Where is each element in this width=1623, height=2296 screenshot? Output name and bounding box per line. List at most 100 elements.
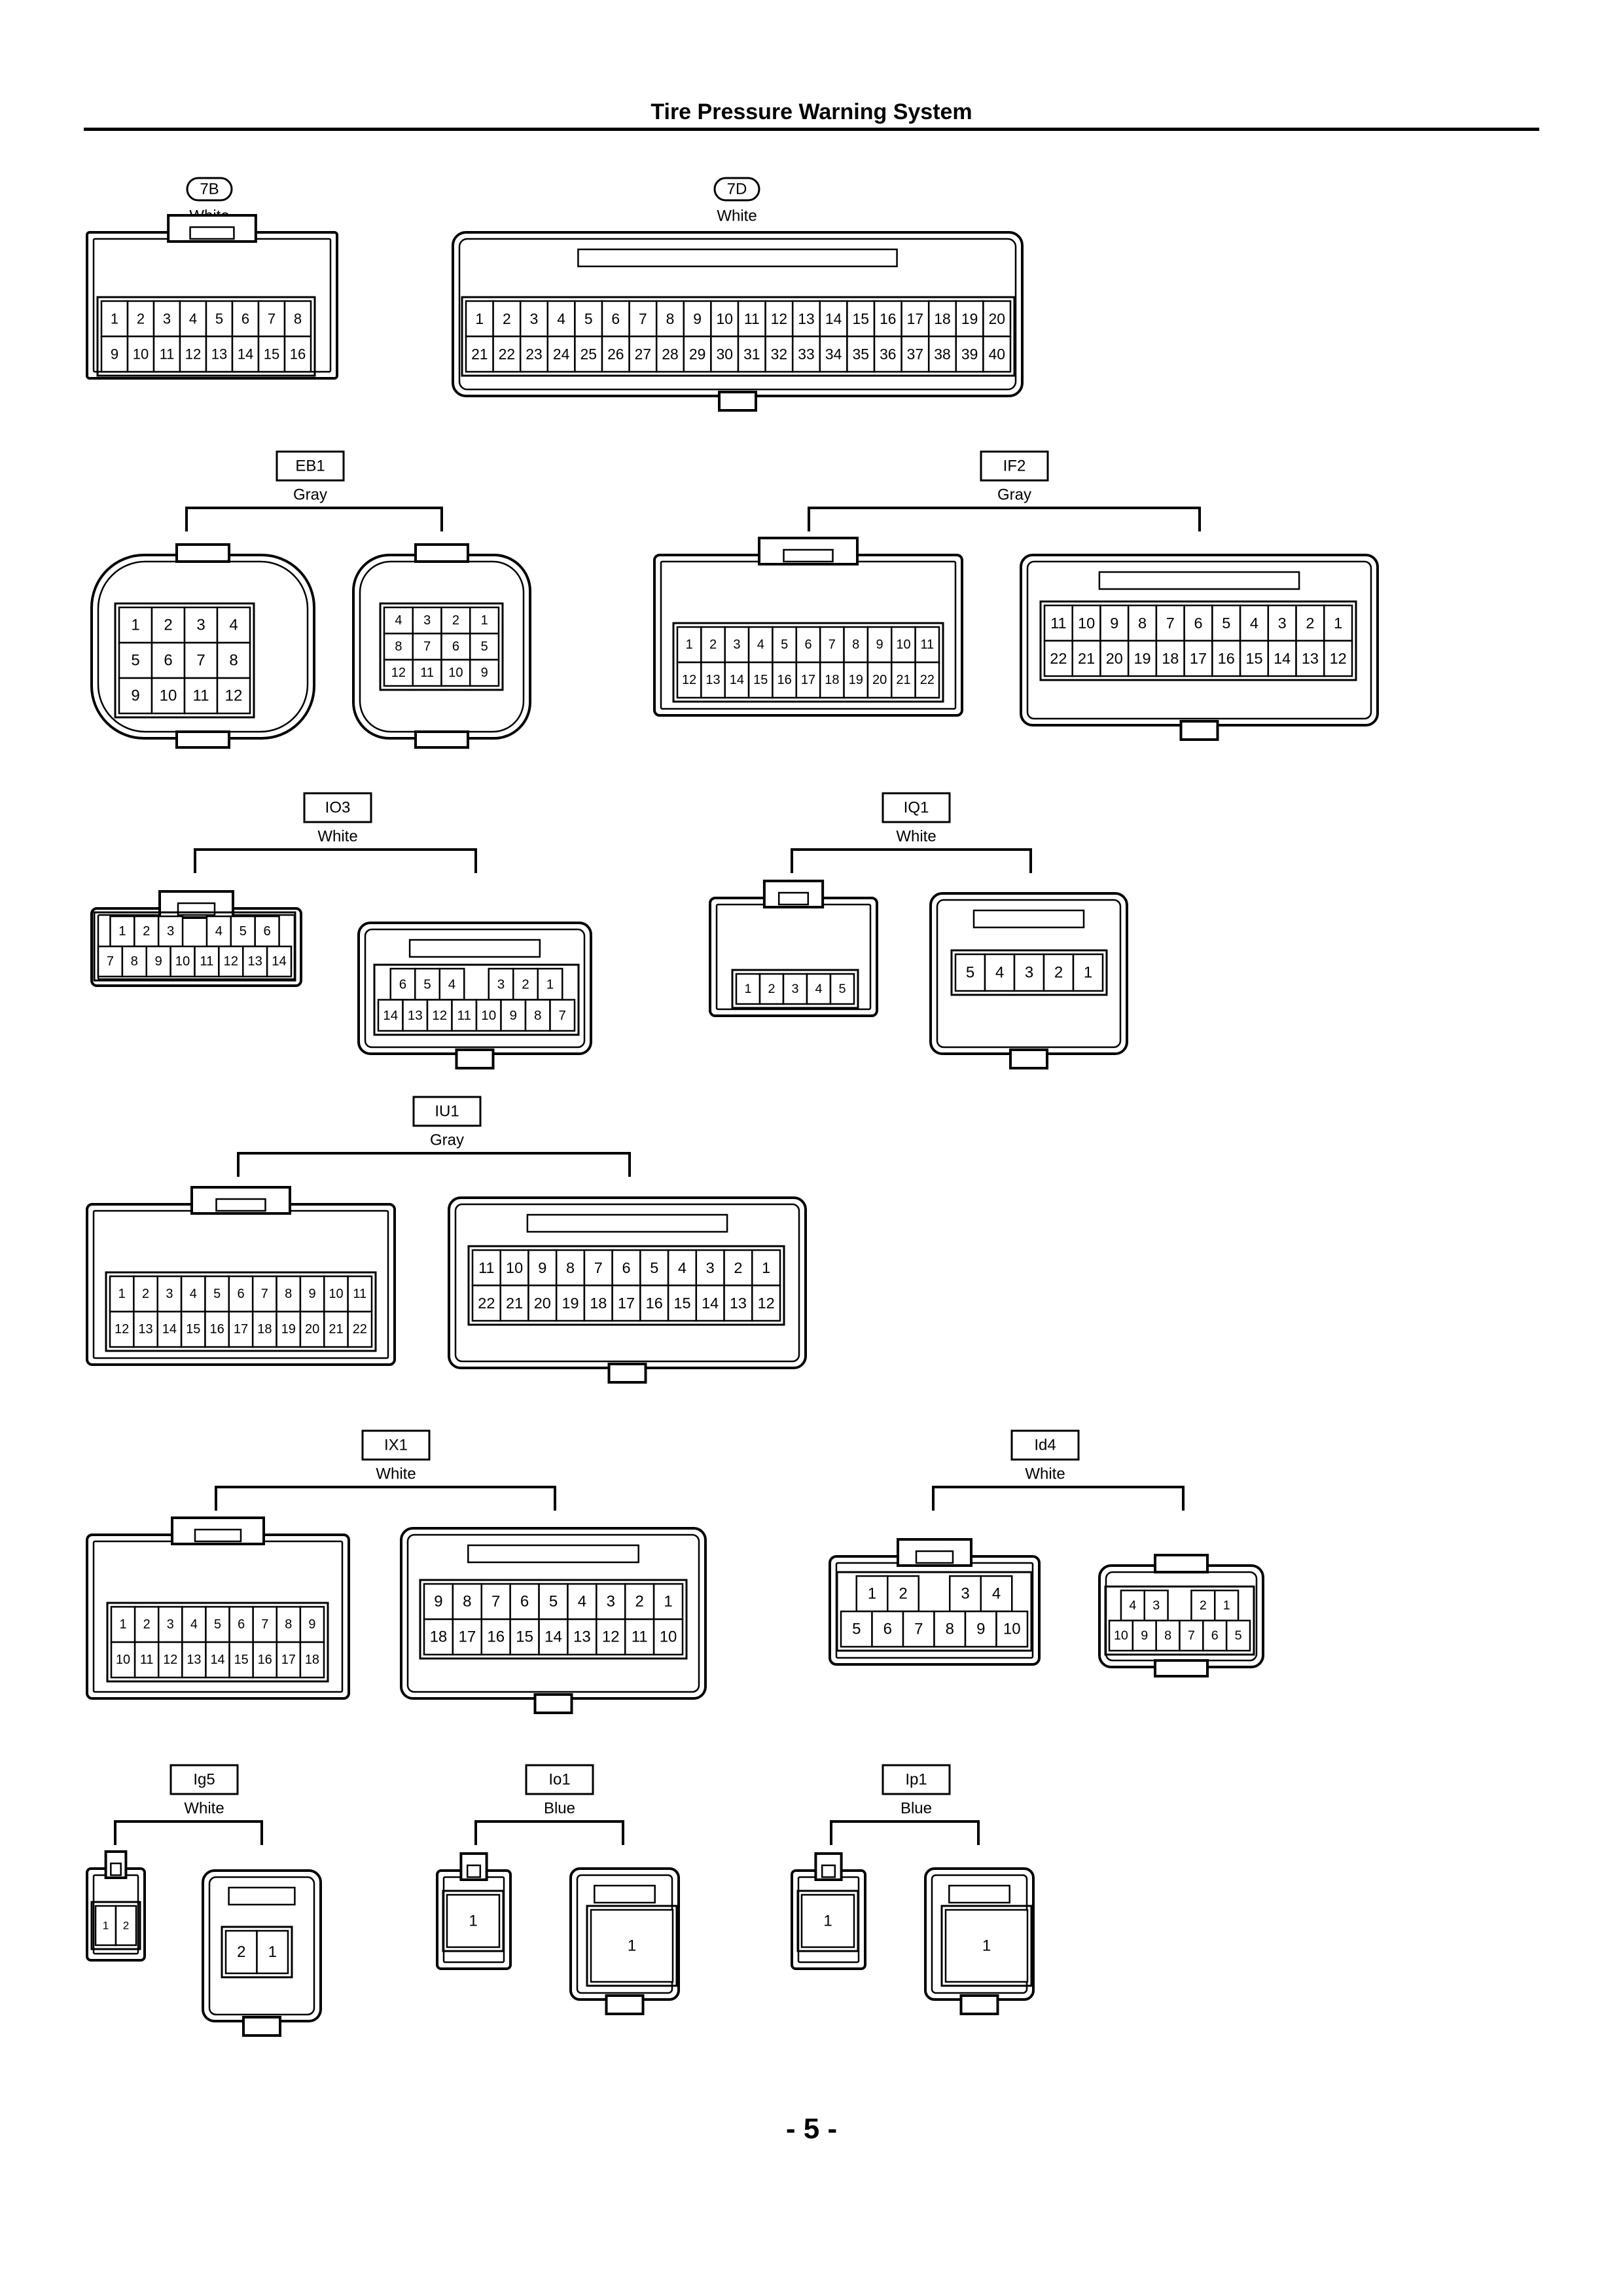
pin-number: 11 xyxy=(193,687,209,705)
connector-key-slot xyxy=(228,1886,296,1906)
pin-number: 5 xyxy=(650,1259,658,1276)
pin-number: 1 xyxy=(823,1912,832,1930)
pin-number: 14 xyxy=(825,310,842,327)
connector-latch-tab xyxy=(821,1864,836,1878)
pin-grid-frame xyxy=(114,602,255,719)
connector-code-label xyxy=(303,792,372,823)
pin-number: 9 xyxy=(538,1259,546,1276)
pin-number: 2 xyxy=(522,977,529,992)
connector-view: 1 xyxy=(569,1867,680,2015)
pin-cell xyxy=(1323,639,1353,677)
pin-number: 1 xyxy=(1223,1598,1230,1613)
connector-housing-inner xyxy=(406,1534,700,1693)
pin-cell xyxy=(747,626,774,664)
pin-number: 7 xyxy=(1188,1628,1195,1643)
pin-number: 4 xyxy=(448,977,455,992)
pin-cell xyxy=(231,335,260,373)
connector-latch-tab xyxy=(189,226,235,240)
pin-number: 5 xyxy=(1222,615,1230,632)
pin-cell xyxy=(944,1909,1029,1983)
pin-number: 4 xyxy=(215,924,223,939)
pin-number: 17 xyxy=(1190,650,1207,667)
pin-cell xyxy=(383,606,414,635)
pin-cell xyxy=(735,973,761,1005)
pin-number: 5 xyxy=(549,1593,558,1611)
connector-code: IQ1 xyxy=(904,799,929,817)
pin-number: 16 xyxy=(258,1653,272,1667)
pin-number: 5 xyxy=(481,639,488,654)
pin-number: 3 xyxy=(706,1259,715,1276)
pin-number: 5 xyxy=(240,924,247,939)
pin-cell xyxy=(751,1284,781,1322)
pin-grid-frame xyxy=(105,1271,377,1352)
connector-code: IF2 xyxy=(1003,457,1026,475)
pin-number: 8 xyxy=(463,1593,471,1611)
pin-cell xyxy=(94,1905,117,1946)
pin-number: 8 xyxy=(852,637,859,652)
pin-number: 6 xyxy=(804,637,812,652)
connector-code-label xyxy=(186,177,233,202)
pin-number: 6 xyxy=(164,652,172,670)
pin-number: 2 xyxy=(768,982,775,996)
pin-number: 13 xyxy=(408,1008,423,1023)
pin-number: 3 xyxy=(1025,964,1033,982)
pin-number: 12 xyxy=(602,1628,620,1646)
connector-lock-tab xyxy=(959,1994,999,2015)
pin-cell xyxy=(676,661,702,699)
connector-bracket xyxy=(474,1820,624,1845)
connector-latch-tab xyxy=(194,1528,242,1543)
connector-code: IO3 xyxy=(325,799,351,817)
pin-number: 12 xyxy=(225,687,243,705)
connector-color: White xyxy=(1025,1465,1065,1483)
connector-latch xyxy=(414,543,469,563)
pin-cell xyxy=(299,1275,325,1313)
pin-number: 36 xyxy=(880,346,896,363)
pin-number: 2 xyxy=(709,637,717,652)
pin-number: 8 xyxy=(566,1259,575,1276)
pin-cell xyxy=(574,335,603,373)
pin-cell xyxy=(475,999,502,1032)
pin-cell xyxy=(118,677,153,715)
pin-grid-frame xyxy=(1104,1585,1255,1656)
connector-code-label xyxy=(361,1429,431,1461)
pin-number: 7 xyxy=(1166,615,1175,632)
connector-latch xyxy=(104,1850,128,1879)
header-divider xyxy=(84,128,1539,131)
pin-cell xyxy=(452,1583,483,1621)
pin-cell xyxy=(866,661,893,699)
pin-number: 9 xyxy=(976,1621,985,1638)
pin-cell xyxy=(772,626,798,664)
pin-cell xyxy=(1143,1589,1169,1622)
pin-number: 3 xyxy=(530,310,539,327)
pin-number: 2 xyxy=(899,1585,907,1603)
pin-cell xyxy=(115,1905,137,1946)
pin-number: 1 xyxy=(481,613,488,628)
pin-cell xyxy=(1225,1619,1251,1652)
connector-latch xyxy=(175,543,230,563)
pin-number: 11 xyxy=(744,310,760,327)
pin-cell xyxy=(1099,639,1130,677)
pin-cell xyxy=(1155,604,1185,642)
pin-grid-frame xyxy=(221,1926,293,1979)
pin-cell xyxy=(628,335,658,373)
pin-cell xyxy=(667,1284,698,1322)
pin-grid-frame xyxy=(442,1890,505,1952)
pin-cell xyxy=(710,335,740,373)
pin-number: 10 xyxy=(160,687,177,705)
pin-number: 8 xyxy=(395,639,402,654)
pin-cell xyxy=(819,300,848,338)
pin-number: 6 xyxy=(238,1617,245,1632)
pin-number: 2 xyxy=(137,311,145,327)
pin-number: 22 xyxy=(478,1295,495,1312)
pin-number: 2 xyxy=(734,1259,742,1276)
connector-key-slot xyxy=(577,248,898,268)
pin-grid-frame xyxy=(950,949,1108,996)
connector-code: Ig5 xyxy=(193,1771,215,1789)
pin-cell xyxy=(157,915,184,948)
